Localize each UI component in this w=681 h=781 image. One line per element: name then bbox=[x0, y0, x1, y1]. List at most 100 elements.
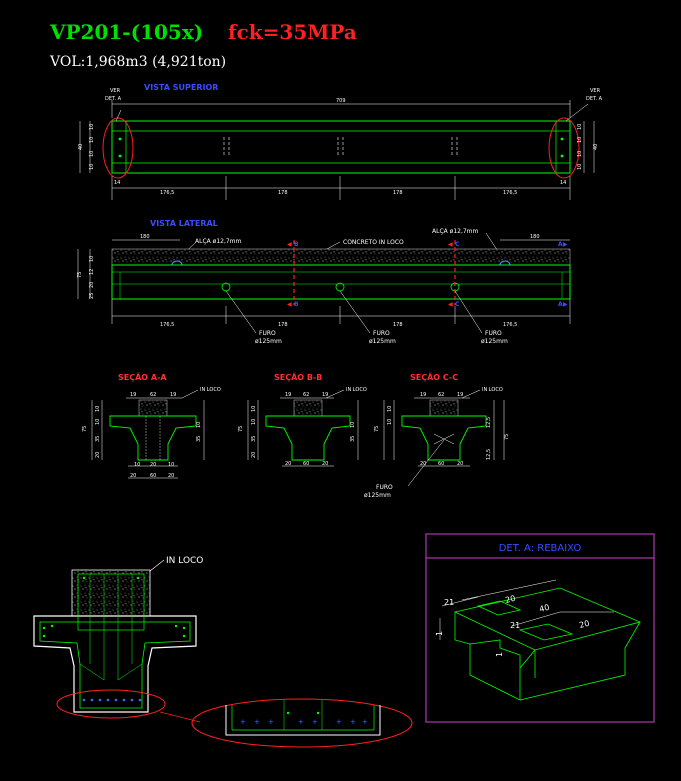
ver-right-line1: VER bbox=[590, 88, 601, 94]
svg-text:10: 10 bbox=[89, 256, 95, 262]
svg-text:◀: ◀ bbox=[287, 301, 292, 308]
svg-text:10: 10 bbox=[89, 137, 95, 143]
vista-superior-title: VISTA SUPERIOR bbox=[144, 83, 218, 92]
svg-text:180: 180 bbox=[140, 234, 150, 240]
svg-text:+: + bbox=[336, 718, 342, 726]
svg-text:178: 178 bbox=[278, 190, 288, 196]
svg-text:+: + bbox=[362, 718, 368, 726]
svg-text:+: + bbox=[240, 718, 246, 726]
svg-text:FURO: FURO bbox=[373, 330, 390, 337]
svg-text:19: 19 bbox=[457, 392, 463, 398]
svg-text:10: 10 bbox=[251, 406, 257, 412]
svg-text:ø125mm: ø125mm bbox=[369, 338, 396, 345]
svg-text:40: 40 bbox=[593, 144, 599, 150]
svg-text:10: 10 bbox=[89, 164, 95, 170]
vista-lateral: VISTA LATERAL 180 180 ALÇA ø12,7mm ALÇA … bbox=[77, 219, 571, 345]
svg-text:20: 20 bbox=[150, 462, 156, 468]
svg-text:10: 10 bbox=[95, 406, 101, 412]
title-code: VP201-(105x) bbox=[49, 20, 203, 44]
svg-text:FURO: FURO bbox=[259, 330, 276, 337]
alca-right-label: ALÇA ø12,7mm bbox=[432, 228, 479, 235]
svg-text:ø125mm: ø125mm bbox=[255, 338, 282, 345]
inloco-label: IN LOCO bbox=[166, 556, 203, 566]
svg-text:SEÇÃO B-B: SEÇÃO B-B bbox=[274, 372, 322, 382]
svg-text:1: 1 bbox=[495, 652, 504, 657]
svg-text:12,5: 12,5 bbox=[486, 417, 492, 428]
total-dim: 709 bbox=[336, 98, 346, 104]
alca-left-label: ALÇA ø12,7mm bbox=[195, 238, 242, 245]
svg-text:+: + bbox=[312, 718, 318, 726]
svg-text:◀: ◀ bbox=[448, 301, 453, 308]
svg-text:178: 178 bbox=[278, 322, 288, 328]
svg-text:19: 19 bbox=[285, 392, 291, 398]
svg-text:20: 20 bbox=[130, 473, 136, 479]
svg-text:20: 20 bbox=[168, 473, 174, 479]
svg-text:176,5: 176,5 bbox=[160, 322, 174, 328]
detail-a-callout-right bbox=[548, 117, 580, 179]
svg-text:10: 10 bbox=[577, 164, 583, 170]
svg-text:35: 35 bbox=[251, 436, 257, 442]
svg-text:C: C bbox=[455, 241, 460, 248]
svg-text:▶: ▶ bbox=[563, 241, 568, 248]
svg-text:40: 40 bbox=[538, 603, 550, 614]
svg-text:10: 10 bbox=[350, 422, 356, 428]
svg-text:10: 10 bbox=[577, 124, 583, 130]
svg-text:10: 10 bbox=[89, 151, 95, 157]
large-cross-section: IN LOCO + + + + + + bbox=[33, 556, 413, 748]
svg-text:14: 14 bbox=[114, 180, 120, 186]
svg-text:10: 10 bbox=[577, 137, 583, 143]
svg-text:+: + bbox=[350, 718, 356, 726]
svg-text:C: C bbox=[455, 301, 460, 308]
svg-text:ø125mm: ø125mm bbox=[364, 492, 391, 499]
svg-text:20: 20 bbox=[95, 452, 101, 458]
svg-text:60: 60 bbox=[303, 461, 309, 467]
svg-text:20: 20 bbox=[251, 452, 257, 458]
vista-lateral-title: VISTA LATERAL bbox=[150, 219, 218, 228]
svg-text:IN LOCO: IN LOCO bbox=[346, 387, 367, 393]
svg-text:10: 10 bbox=[251, 419, 257, 425]
svg-text:60: 60 bbox=[438, 461, 444, 467]
svg-text:+: + bbox=[268, 718, 274, 726]
strand-detail-callout bbox=[56, 689, 166, 719]
svg-text:20: 20 bbox=[285, 461, 291, 467]
svg-text:19: 19 bbox=[420, 392, 426, 398]
title-fck: fck=35MPa bbox=[228, 20, 357, 44]
svg-text:10: 10 bbox=[577, 151, 583, 157]
svg-text:FURO: FURO bbox=[376, 484, 393, 491]
svg-text:21: 21 bbox=[444, 598, 454, 607]
ver-left-line1: VER bbox=[110, 88, 121, 94]
svg-text:178: 178 bbox=[393, 190, 403, 196]
section-b-b: SEÇÃO B-B IN LOCO 19 62 19 75 10 10 35 2… bbox=[238, 372, 367, 467]
svg-text:A: A bbox=[558, 301, 563, 308]
svg-text:10: 10 bbox=[168, 462, 174, 468]
svg-text:62: 62 bbox=[150, 392, 156, 398]
svg-text:60: 60 bbox=[150, 473, 156, 479]
svg-text:10: 10 bbox=[89, 124, 95, 130]
section-a-a: SEÇÃO A-A IN LOCO 19 62 19 75 10 10 35 2… bbox=[82, 372, 221, 479]
svg-text:SEÇÃO C-C: SEÇÃO C-C bbox=[410, 372, 458, 382]
svg-text:20: 20 bbox=[578, 619, 590, 630]
svg-text:20: 20 bbox=[89, 282, 95, 288]
strand-detail-enlarged bbox=[191, 698, 413, 748]
detail-a-panel: DET. A: REBAIXO 21 20 40 21 20 1 1 bbox=[425, 533, 655, 723]
svg-text:25: 25 bbox=[89, 293, 95, 299]
svg-text:75: 75 bbox=[238, 426, 244, 432]
svg-text:20: 20 bbox=[457, 461, 463, 467]
svg-text:35: 35 bbox=[196, 436, 202, 442]
svg-text:19: 19 bbox=[130, 392, 136, 398]
section-c-c: SEÇÃO C-C IN LOCO 19 62 19 75 10 10 12,5… bbox=[364, 372, 510, 499]
beam-elevation bbox=[111, 264, 571, 300]
svg-text:+: + bbox=[254, 718, 260, 726]
svg-text:75: 75 bbox=[374, 426, 380, 432]
svg-text:A: A bbox=[558, 241, 563, 248]
svg-text:SEÇÃO A-A: SEÇÃO A-A bbox=[118, 372, 167, 382]
svg-text:10: 10 bbox=[196, 422, 202, 428]
svg-text:19: 19 bbox=[322, 392, 328, 398]
svg-text:B: B bbox=[294, 301, 299, 308]
ver-left-line2: DET. A bbox=[105, 96, 122, 102]
svg-text:178: 178 bbox=[393, 322, 403, 328]
concreto-label: CONCRETO IN LOCO bbox=[343, 239, 404, 246]
vista-superior: VISTA SUPERIOR VER DET. A VER DET. A 709 bbox=[78, 83, 603, 200]
